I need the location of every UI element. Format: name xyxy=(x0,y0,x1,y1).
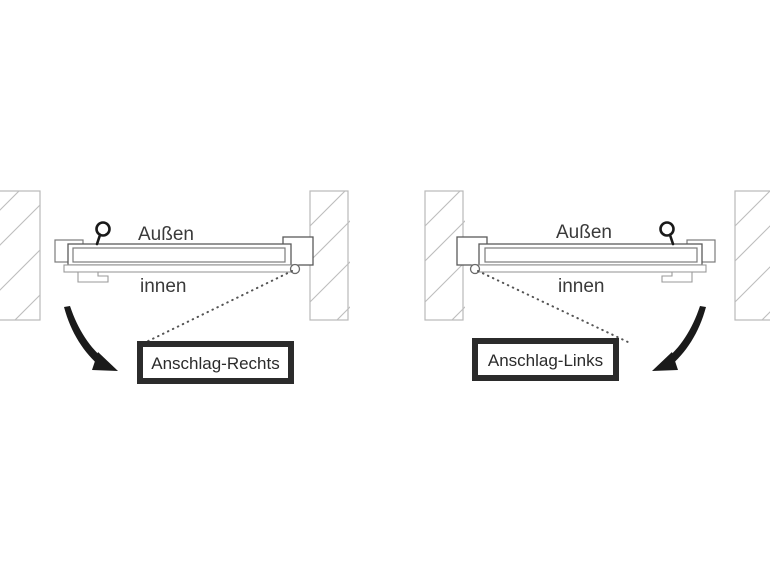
label-inside: innen xyxy=(558,276,605,297)
diagram-anschlag-links: Außen innen Anschlag-Links xyxy=(424,190,770,381)
door-handle-icon xyxy=(659,221,675,246)
wall-hatch-left xyxy=(425,191,465,320)
wall-hatch-right xyxy=(735,191,770,320)
door-handle-icon xyxy=(95,221,111,246)
label-box-text: Anschlag-Links xyxy=(488,351,603,370)
wall-hatch-right xyxy=(310,191,350,320)
swing-arrow xyxy=(652,306,706,371)
door-assembly xyxy=(456,236,716,283)
wall-block-right xyxy=(734,190,770,321)
diagram-anschlag-rechts: Außen innen Anschlag-Rechts xyxy=(0,190,350,384)
label-inside: innen xyxy=(140,276,187,297)
label-box-text: Anschlag-Rechts xyxy=(151,354,280,373)
label-box-anschlag-links: Anschlag-Links xyxy=(472,338,619,381)
label-outside: Außen xyxy=(556,222,612,243)
door-assembly xyxy=(54,236,314,283)
wall-block-right xyxy=(309,190,350,321)
swing-arrow xyxy=(64,306,118,371)
leader-line xyxy=(477,270,631,344)
label-outside: Außen xyxy=(138,224,194,245)
label-box-anschlag-rechts: Anschlag-Rechts xyxy=(137,341,294,384)
wall-block-left xyxy=(0,190,41,321)
leader-line xyxy=(139,270,293,346)
wall-hatch-left xyxy=(0,191,40,320)
